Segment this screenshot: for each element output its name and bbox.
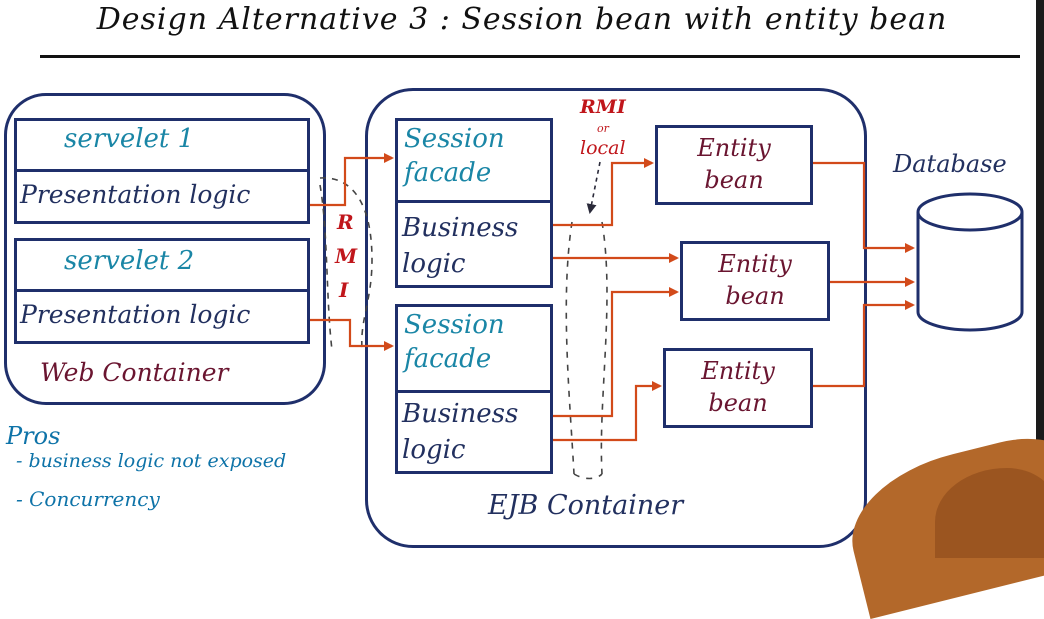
session-bean-2-divider	[395, 390, 553, 393]
diagram-connectors	[310, 153, 1024, 480]
session-bean-1-divider	[395, 200, 553, 203]
entity-bean-2-label: Entity bean	[718, 250, 792, 310]
diagram-title: Design Alternative 3 : Session bean with…	[96, 2, 948, 37]
session-to-entity-arrows	[553, 158, 679, 442]
database-cylinder	[916, 192, 1024, 332]
local-boundary-dashes	[565, 221, 608, 480]
entity-bean-3-box: Entity bean	[663, 348, 813, 428]
rmi-vertical-i: I	[339, 278, 349, 302]
session-bean-1-box	[395, 118, 553, 288]
servlet-2-logic: Presentation logic	[20, 300, 251, 329]
video-frame-edge	[1036, 0, 1044, 554]
session-bean-1-facade: Session facade	[404, 124, 505, 188]
servlet-2-name: servelet 2	[64, 246, 195, 276]
rmi-vertical-m: M	[335, 244, 358, 268]
servlet-1-name: servelet 1	[64, 124, 195, 154]
session-bean-2-logic: Business logic	[402, 399, 519, 465]
entity-bean-2-box: Entity bean	[680, 241, 830, 321]
rmi-boundary-dashes	[319, 177, 373, 351]
entity-to-db-arrows	[813, 161, 915, 388]
servlet-1-divider	[14, 169, 310, 172]
session-bean-2-box	[395, 304, 553, 474]
pros-item-1: - business logic not exposed	[16, 450, 287, 472]
servlet-2-divider	[14, 289, 310, 292]
title-underline	[40, 55, 1020, 58]
ejb-container-label: EJB Container	[488, 490, 684, 521]
entity-bean-3-label: Entity bean	[701, 357, 775, 417]
rmi-or-local-pointer	[586, 161, 601, 214]
rmi-or-local-line3: local	[580, 137, 626, 159]
database-label: Database	[893, 150, 1007, 178]
entity-bean-1-label: Entity bean	[697, 134, 771, 194]
web-container-label: Web Container	[40, 358, 229, 387]
ejb-container	[365, 88, 867, 548]
rmi-vertical-r: R	[337, 210, 354, 234]
session-bean-1-logic: Business logic	[402, 213, 519, 279]
entity-bean-1-box: Entity bean	[655, 125, 813, 205]
rmi-or-local-line2: or	[597, 122, 609, 135]
pros-heading: Pros	[6, 422, 61, 450]
session-bean-2-facade: Session facade	[404, 310, 505, 374]
web-to-ejb-arrows	[310, 153, 394, 351]
pros-item-2: - Concurrency	[16, 487, 160, 511]
servlet-1-logic: Presentation logic	[20, 180, 251, 209]
rmi-or-local-line1: RMI	[580, 96, 626, 118]
web-container	[4, 93, 326, 405]
